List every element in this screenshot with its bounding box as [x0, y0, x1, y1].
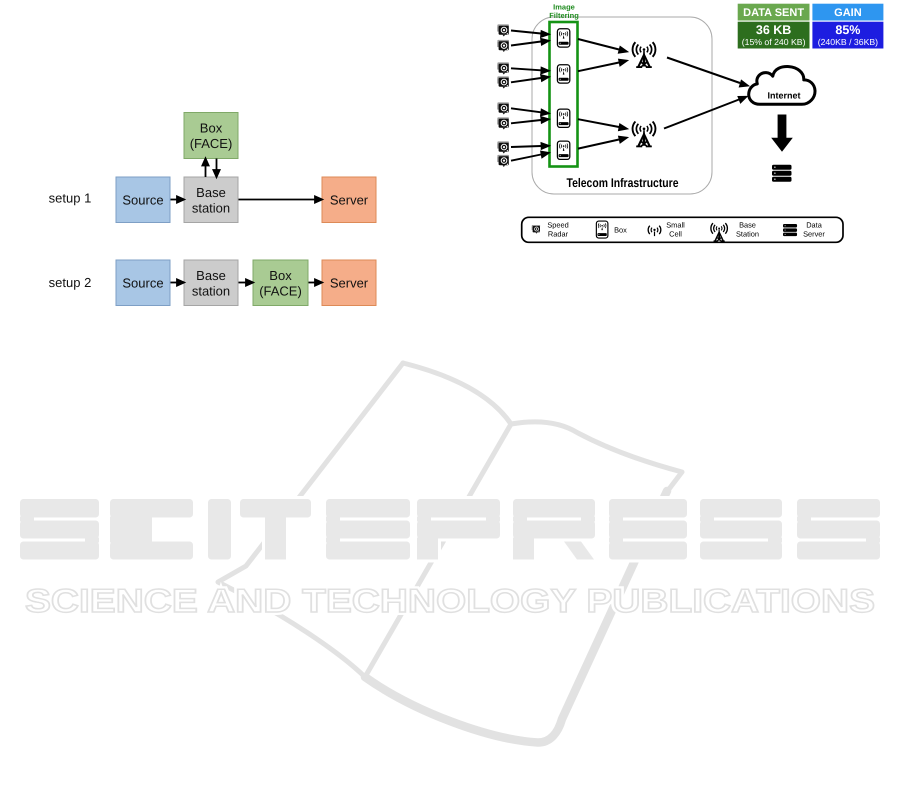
svg-text:station: station	[192, 284, 230, 299]
svg-text:85%: 85%	[835, 23, 860, 37]
svg-text:Internet: Internet	[767, 91, 800, 101]
svg-text:Radar: Radar	[548, 230, 569, 239]
svg-text:(FACE): (FACE)	[190, 136, 233, 151]
svg-text:DATA SENT: DATA SENT	[743, 7, 804, 19]
svg-text:Small: Small	[666, 221, 685, 230]
svg-text:(240KB / 36KB): (240KB / 36KB)	[818, 37, 878, 47]
svg-text:Base: Base	[739, 221, 756, 230]
svg-text:Server: Server	[803, 230, 825, 239]
svg-text:SCIENCE AND TECHNOLOGY PUBLICA: SCIENCE AND TECHNOLOGY PUBLICATIONS	[25, 582, 875, 619]
svg-text:Image: Image	[553, 3, 575, 12]
svg-text:Box: Box	[200, 121, 223, 136]
svg-text:Filtering: Filtering	[549, 11, 579, 20]
svg-text:Station: Station	[736, 230, 759, 239]
svg-text:Speed: Speed	[547, 221, 568, 230]
svg-text:Cell: Cell	[669, 230, 682, 239]
svg-text:Server: Server	[330, 193, 369, 208]
svg-text:Box: Box	[614, 226, 627, 235]
svg-text:Box: Box	[269, 268, 292, 283]
svg-text:Base: Base	[196, 268, 226, 283]
svg-text:Base: Base	[196, 185, 226, 200]
svg-text:Source: Source	[122, 193, 163, 208]
svg-text:(15% of 240 KB): (15% of 240 KB)	[742, 37, 806, 47]
svg-text:Source: Source	[122, 276, 163, 291]
svg-text:setup 1: setup 1	[49, 191, 92, 206]
svg-text:(FACE): (FACE)	[259, 284, 302, 299]
svg-text:setup 2: setup 2	[49, 275, 92, 290]
svg-text:SCIENCE AND TECHNOLOGY PUBLICA: SCIENCE AND TECHNOLOGY PUBLICATIONS	[25, 582, 875, 619]
svg-text:GAIN: GAIN	[834, 7, 862, 19]
svg-text:station: station	[192, 201, 230, 216]
svg-text:Data: Data	[806, 221, 823, 230]
svg-text:Server: Server	[330, 276, 369, 291]
svg-text:36 KB: 36 KB	[756, 23, 791, 37]
svg-text:Telecom Infrastructure: Telecom Infrastructure	[567, 176, 679, 190]
